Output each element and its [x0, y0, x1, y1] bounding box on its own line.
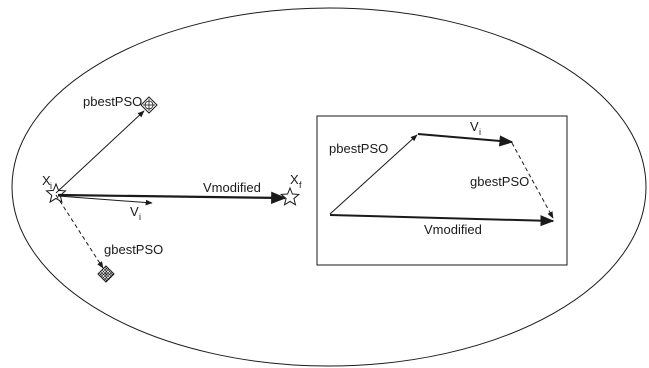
vi-label-subscript: i — [139, 212, 141, 222]
gbest-label: gbestPSO — [104, 242, 163, 257]
xf-label-base: X — [290, 172, 299, 187]
search-space-ellipse — [11, 7, 647, 367]
pbest-label: pbestPSO — [83, 94, 142, 109]
inset-vi-label-base: V — [470, 119, 479, 134]
inset-vi-label-subscript: i — [479, 127, 481, 137]
xf-label-subscript: f — [299, 180, 302, 190]
pbest-crosshair-diamond-icon — [140, 96, 158, 114]
inset-pbest-label: pbestPSO — [329, 141, 388, 156]
inset-vmodified-vector — [329, 214, 555, 227]
vmodified-label: Vmodified — [203, 180, 261, 195]
inset-vi-vector — [417, 133, 514, 147]
gbest-hatched-diamond-icon — [97, 265, 115, 283]
xi-star-icon — [45, 182, 67, 204]
gbest-vector — [55, 194, 104, 269]
inset-gbest-vector — [511, 142, 554, 219]
xf-label: X — [290, 172, 299, 187]
xi-label-subscript: i — [50, 181, 52, 191]
inset-pbest-vector — [329, 134, 418, 215]
xi-label-base: X — [42, 173, 51, 188]
vmodified-vector — [57, 191, 287, 204]
vi-vector — [57, 195, 153, 206]
xf-star-icon — [279, 186, 301, 206]
inset-gbest-label: gbestPSO — [470, 174, 529, 189]
vi-label: V — [130, 204, 139, 219]
inset-vi-label: V — [470, 119, 479, 134]
pbest-vector — [55, 110, 145, 194]
vi-label-base: V — [130, 204, 139, 219]
inset-vmodified-label: Vmodified — [424, 222, 482, 237]
inset-box — [316, 115, 568, 266]
xi-label: X — [42, 173, 51, 188]
